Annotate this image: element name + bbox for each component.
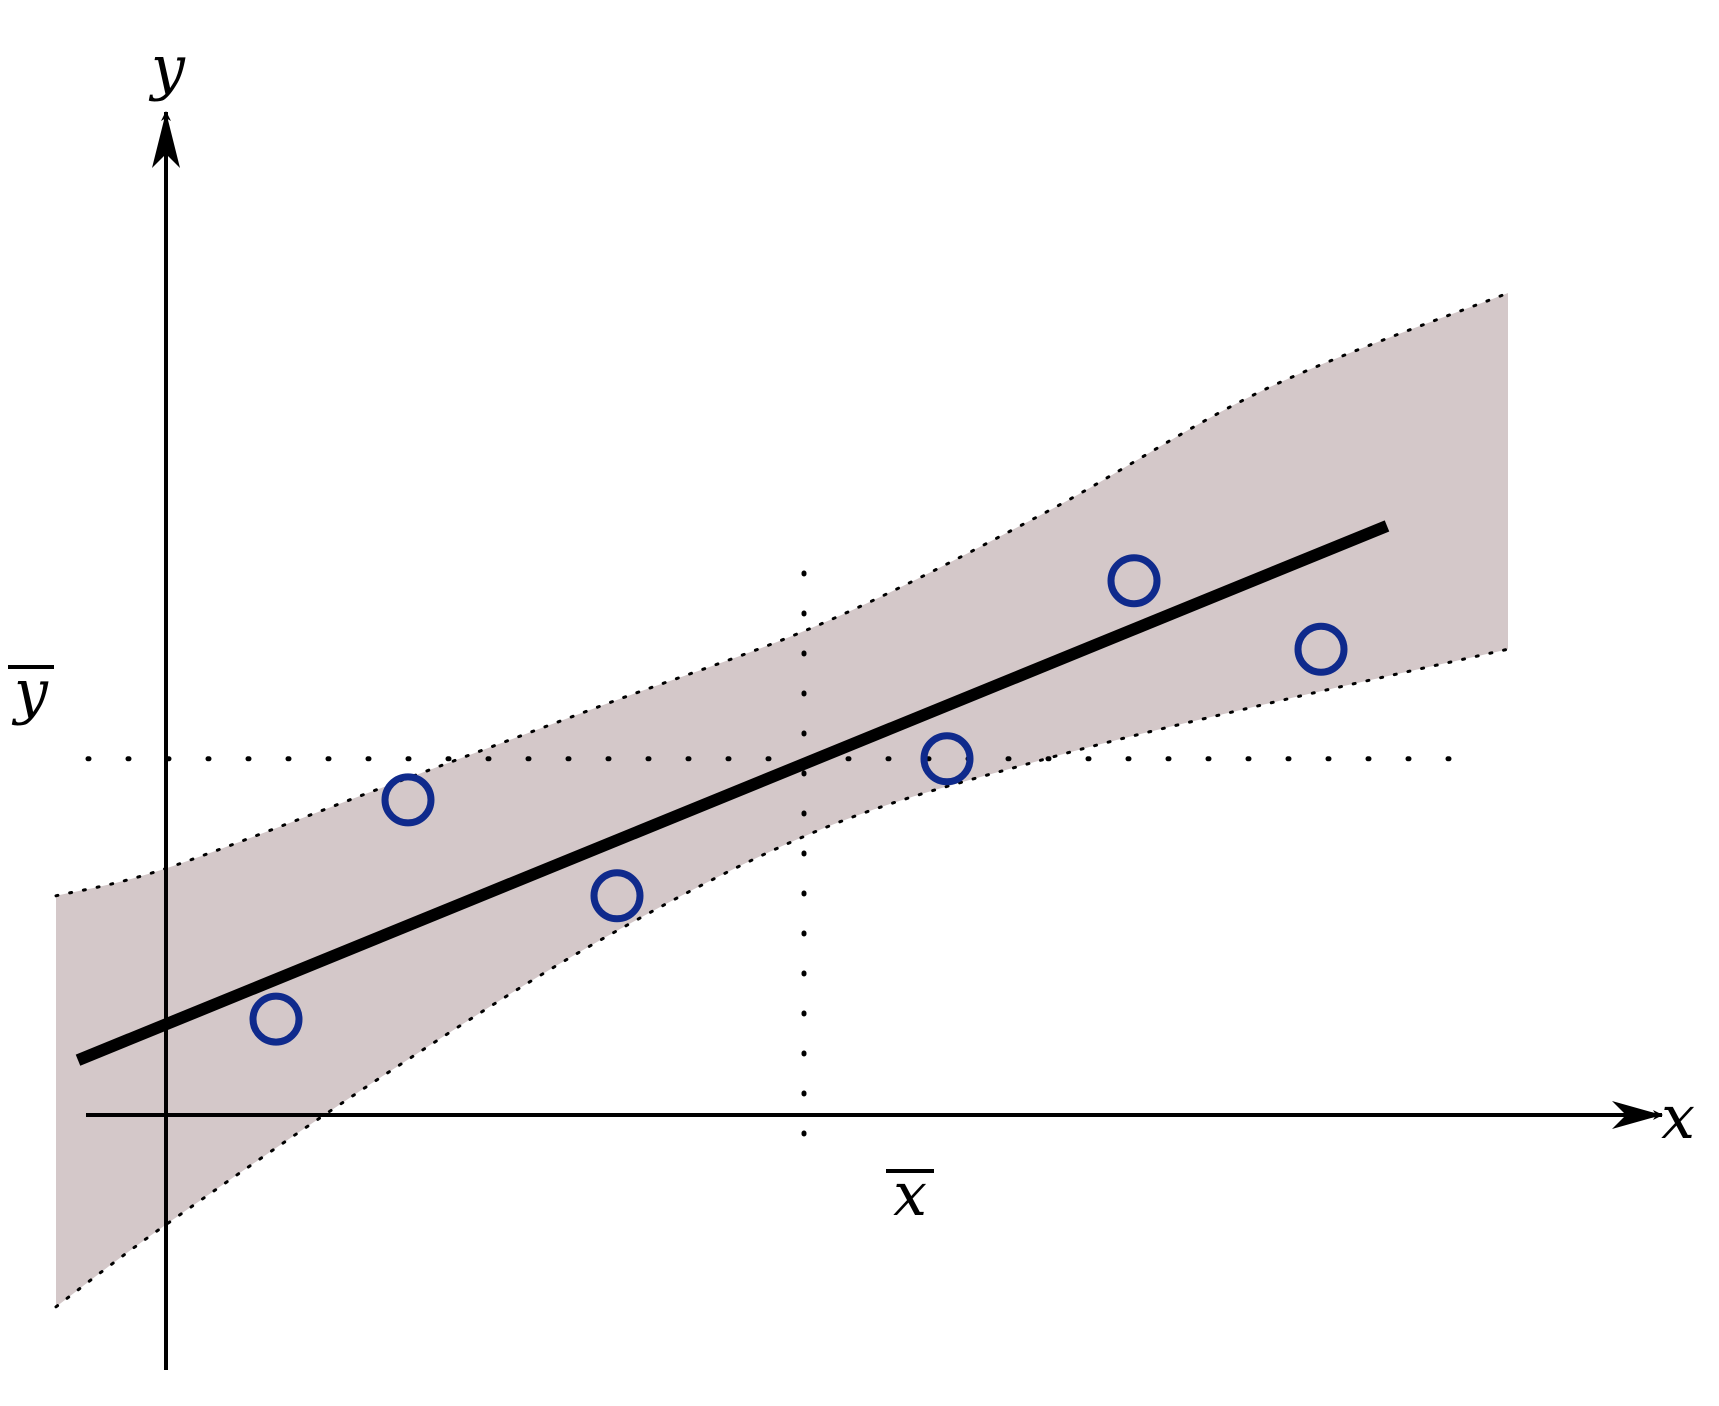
confidence-band bbox=[56, 293, 1508, 1307]
y-mean-label: y bbox=[8, 657, 54, 727]
axes bbox=[86, 111, 1663, 1370]
x-axis-arrowhead bbox=[1612, 1101, 1662, 1129]
x-axis-label: x bbox=[1661, 1083, 1695, 1153]
confidence-band-layer bbox=[54, 291, 1510, 1309]
data-point bbox=[1294, 622, 1348, 676]
fit-line-layer bbox=[75, 520, 1390, 1066]
regression-line bbox=[75, 520, 1390, 1066]
data-point bbox=[249, 992, 303, 1046]
data-point bbox=[590, 869, 644, 923]
data-point bbox=[1107, 554, 1161, 608]
y-mean-letter: y bbox=[11, 657, 49, 727]
y-axis-label: y bbox=[148, 33, 186, 103]
y-axis-arrowhead bbox=[152, 112, 180, 168]
data-point bbox=[920, 732, 974, 786]
x-mean-label: x bbox=[886, 1160, 934, 1230]
data-points bbox=[249, 554, 1348, 1046]
band-upper-edge bbox=[54, 291, 1510, 898]
x-mean-letter: x bbox=[893, 1160, 927, 1230]
data-point bbox=[381, 773, 435, 827]
